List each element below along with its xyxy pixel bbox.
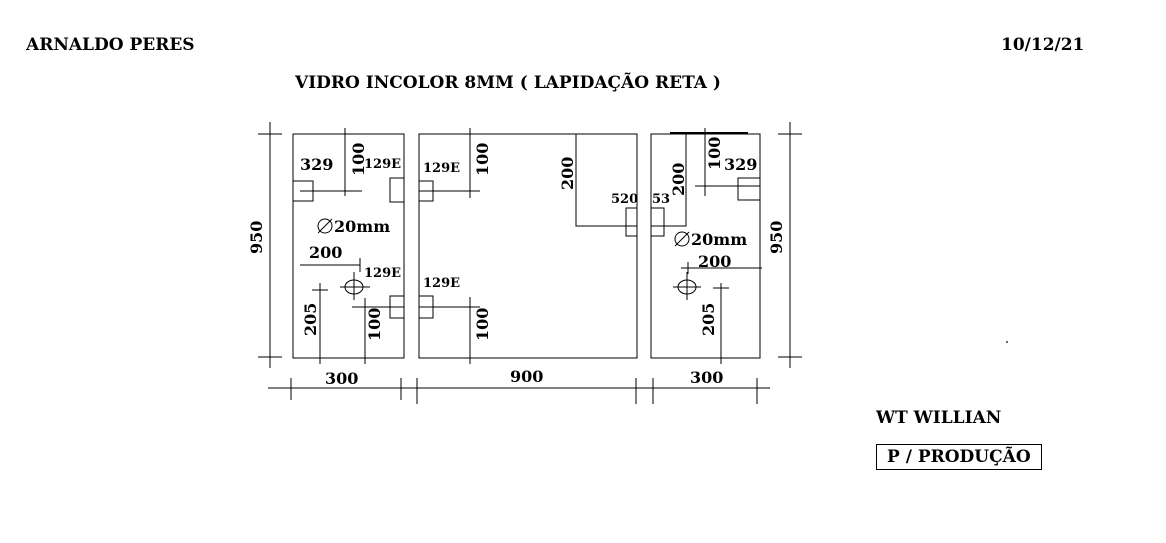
right-top-vertical-label: 100 xyxy=(705,137,724,170)
left-top-vertical-label: 100 xyxy=(349,143,368,176)
right-height-label: 950 xyxy=(767,221,786,254)
right-hole-offset-label: 200 xyxy=(698,252,731,271)
center-cutout-notch xyxy=(625,207,638,237)
diameter-icon xyxy=(317,218,333,234)
center-cutout-height-label: 200 xyxy=(558,157,577,190)
left-top-right-notch xyxy=(389,177,405,203)
left-top-offset-label: 329 xyxy=(300,155,333,174)
left-hole-label: 20mm xyxy=(334,217,390,236)
center-bottom-vertical-label: 100 xyxy=(473,308,492,341)
right-hole-height-label: 205 xyxy=(699,303,718,336)
right-cutout-notch xyxy=(650,207,665,237)
left-hole-offset-label: 200 xyxy=(309,243,342,262)
right-top-right-notch xyxy=(737,177,761,201)
center-bottom-notch-label: 129E xyxy=(423,276,460,291)
center-width-label: 900 xyxy=(510,367,543,386)
right-hole-label: 20mm xyxy=(691,230,747,249)
center-panel xyxy=(410,128,645,404)
glass-spec-title: VIDRO INCOLOR 8MM ( LAPIDAÇÃO RETA ) xyxy=(295,73,721,93)
client-name: ARNALDO PERES xyxy=(26,35,195,55)
left-bottom-notch-label: 129E xyxy=(364,266,401,281)
diameter-icon xyxy=(674,231,690,247)
left-width-label: 300 xyxy=(325,369,358,388)
left-bottom-vertical-label: 100 xyxy=(365,308,384,341)
center-cutout-notch-label: 520 xyxy=(611,192,638,207)
center-top-notch-label: 129E xyxy=(423,161,460,176)
right-cutout-outline xyxy=(651,134,687,227)
right-cutout-height-label: 200 xyxy=(669,163,688,196)
order-date: 10/12/21 xyxy=(1001,35,1085,55)
center-cutout-outline xyxy=(575,134,637,227)
right-cutout-notch-label: 53 xyxy=(652,192,670,207)
left-top-notch-label: 129E xyxy=(364,157,401,172)
left-panel xyxy=(258,122,410,400)
left-height-label: 950 xyxy=(247,221,266,254)
seller-name: WT WILLIAN xyxy=(876,408,1002,428)
center-panel-outline xyxy=(418,133,638,359)
right-panel xyxy=(645,122,802,404)
stray-dot xyxy=(1006,341,1008,343)
right-top-offset-label: 329 xyxy=(724,155,757,174)
left-hole-height-label: 205 xyxy=(301,303,320,336)
right-width-label: 300 xyxy=(690,368,723,387)
center-top-vertical-label: 100 xyxy=(473,143,492,176)
left-panel-outline xyxy=(292,133,405,359)
production-status-badge: P / PRODUÇÃO xyxy=(876,444,1042,470)
